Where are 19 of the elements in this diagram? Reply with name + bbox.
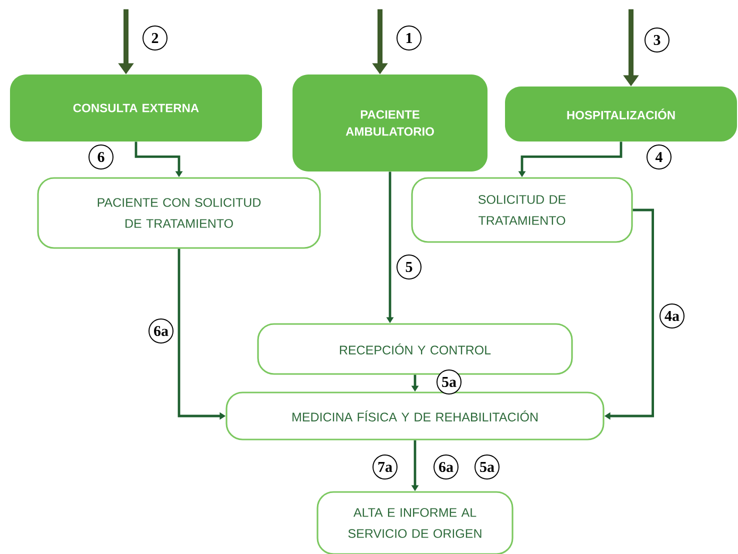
process-box: SOLICITUD DE TRATAMIENTO [411, 177, 633, 243]
process-box: RECEPCIÓN Y CONTROL [257, 323, 573, 375]
edge-label: 6a [148, 318, 174, 344]
edge-label: 5 [396, 254, 422, 280]
edge-label: 3 [644, 28, 670, 52]
process-box: HOSPITALIZACIÓN [505, 86, 738, 142]
process-box: PACIENTE CON SOLICITUD DE TRATAMIENTO [37, 177, 321, 249]
edge-label: 1 [396, 26, 422, 50]
process-box: CONSULTA EXTERNA [10, 74, 262, 142]
edge-label: 5a [436, 370, 462, 394]
callout-number: 6a [434, 454, 458, 480]
process-box: ALTA E INFORME AL SERVICIO DE ORIGEN [316, 491, 514, 554]
edge-label: 7a [372, 454, 398, 480]
edge-label: 6 [88, 144, 114, 170]
edge-label: 4 [646, 144, 672, 170]
edge-label: 4a [660, 304, 684, 328]
callout-number: 5a [474, 454, 500, 480]
process-box: PACIENTE AMBULATORIO [292, 74, 488, 172]
edge-label: 2 [142, 26, 168, 50]
